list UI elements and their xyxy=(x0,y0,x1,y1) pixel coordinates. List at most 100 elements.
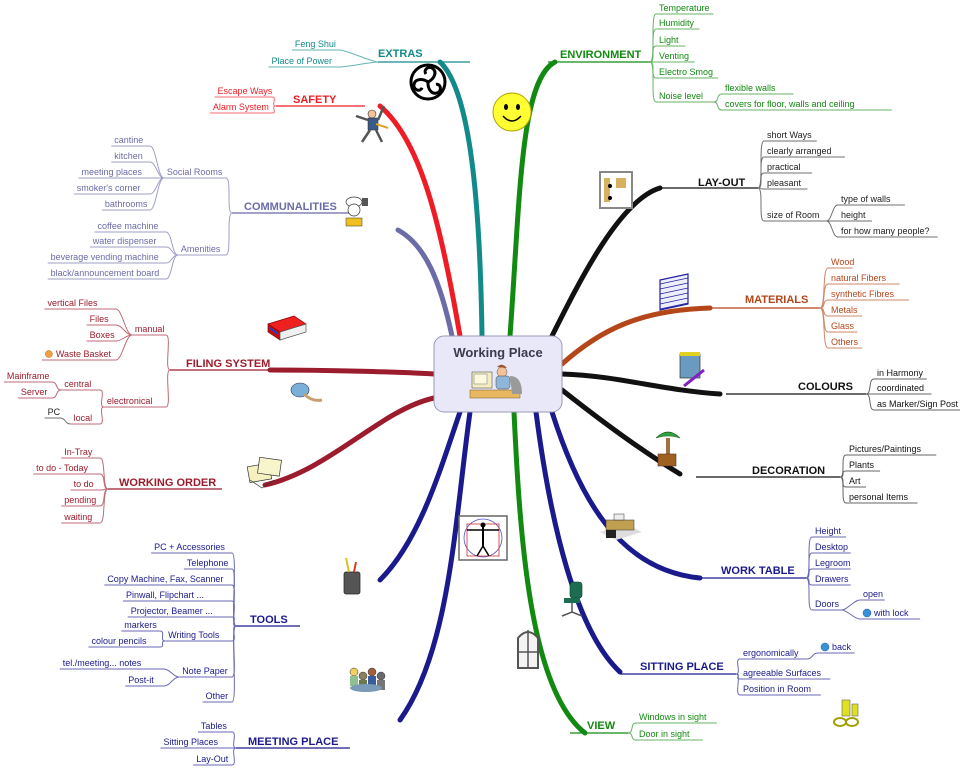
topic-pictures-paintings[interactable]: Pictures/Paintings xyxy=(849,444,922,454)
topic-wood[interactable]: Wood xyxy=(831,257,854,267)
topic-to-do-today[interactable]: to do - Today xyxy=(36,463,88,473)
topic-coordinated[interactable]: coordinated xyxy=(877,383,924,393)
topic-light[interactable]: Light xyxy=(659,35,679,45)
topic-to-do[interactable]: to do xyxy=(74,479,94,489)
topic-pinwall-flipchart[interactable]: Pinwall, Flipchart ... xyxy=(126,590,204,600)
topic-pending[interactable]: pending xyxy=(64,495,96,505)
topic-vertical-files[interactable]: vertical Files xyxy=(47,298,98,308)
topic-noise-level[interactable]: Noise level xyxy=(659,91,703,101)
topic-door-in-sight[interactable]: Door in sight xyxy=(639,729,690,739)
topic-central[interactable]: central xyxy=(64,379,91,389)
topic-place-of-power[interactable]: Place of Power xyxy=(271,56,332,66)
branch-view[interactable]: VIEW xyxy=(587,720,616,732)
topic-in-harmony[interactable]: in Harmony xyxy=(877,368,924,378)
topic-glass[interactable]: Glass xyxy=(831,321,855,331)
topic-writing-tools[interactable]: Writing Tools xyxy=(168,630,220,640)
branch-decoration[interactable]: DECORATION xyxy=(752,465,825,477)
topic-bathrooms[interactable]: bathrooms xyxy=(105,199,148,209)
topic-personal-items[interactable]: personal Items xyxy=(849,492,909,502)
branch-meeting[interactable]: MEETING PLACE xyxy=(248,736,338,748)
topic-for-how-many-people[interactable]: for how many people? xyxy=(841,226,930,236)
topic-practical[interactable]: practical xyxy=(767,162,801,172)
central-node[interactable]: Working Place xyxy=(433,335,563,413)
topic-open[interactable]: open xyxy=(863,589,883,599)
topic-tables[interactable]: Tables xyxy=(201,721,228,731)
topic-mainframe[interactable]: Mainframe xyxy=(7,371,50,381)
topic-server[interactable]: Server xyxy=(21,387,48,397)
topic-kitchen[interactable]: kitchen xyxy=(114,151,143,161)
branch-work-table[interactable]: WORK TABLE xyxy=(721,565,795,577)
topic-amenities[interactable]: Amenities xyxy=(181,244,221,254)
topic-humidity[interactable]: Humidity xyxy=(659,18,695,28)
topic-beverage-vending-machine[interactable]: beverage vending machine xyxy=(51,252,159,262)
topic-height[interactable]: Height xyxy=(815,526,842,536)
topic-telephone[interactable]: Telephone xyxy=(187,558,229,568)
branch-environment[interactable]: ENVIRONMENT xyxy=(560,49,642,61)
topic-escape-ways[interactable]: Escape Ways xyxy=(218,86,273,96)
topic-manual[interactable]: manual xyxy=(135,324,165,334)
topic-smoker-s-corner[interactable]: smoker's corner xyxy=(77,183,141,193)
topic-feng-shui[interactable]: Feng Shui xyxy=(295,39,336,49)
topic-back[interactable]: back xyxy=(820,642,852,652)
branch-working-order[interactable]: WORKING ORDER xyxy=(119,477,216,489)
topic-covers-for-floor-walls-and-ceiling[interactable]: covers for floor, walls and ceiling xyxy=(725,99,855,109)
branch-colours[interactable]: COLOURS xyxy=(798,381,853,393)
topic-pleasant[interactable]: pleasant xyxy=(767,178,802,188)
branch-layout[interactable]: LAY-OUT xyxy=(698,177,746,189)
topic-desktop[interactable]: Desktop xyxy=(815,542,848,552)
branch-materials[interactable]: MATERIALS xyxy=(745,294,808,306)
topic-venting[interactable]: Venting xyxy=(659,51,689,61)
topic-temperature[interactable]: Temperature xyxy=(659,3,710,13)
topic-waiting[interactable]: waiting xyxy=(63,512,92,522)
topic-cantine[interactable]: cantine xyxy=(114,135,143,145)
topic-black-announcement-board[interactable]: black/announcement board xyxy=(51,268,160,278)
topic-pc[interactable]: PC xyxy=(48,407,61,417)
topic-with-lock[interactable]: with lock xyxy=(862,608,909,618)
topic-colour-pencils[interactable]: colour pencils xyxy=(91,636,147,646)
topic-electro-smog[interactable]: Electro Smog xyxy=(659,67,713,77)
topic-pc-accessories[interactable]: PC + Accessories xyxy=(154,542,225,552)
topic-drawers[interactable]: Drawers xyxy=(815,574,849,584)
branch-safety[interactable]: SAFETY xyxy=(293,94,337,106)
topic-synthetic-fibres[interactable]: synthetic Fibres xyxy=(831,289,895,299)
topic-meeting-places[interactable]: meeting places xyxy=(81,167,142,177)
branch-sitting[interactable]: SITTING PLACE xyxy=(640,661,724,673)
topic-note-paper[interactable]: Note Paper xyxy=(182,666,228,676)
topic-doors[interactable]: Doors xyxy=(815,599,840,609)
topic-tel-meeting-notes[interactable]: tel./meeting... notes xyxy=(63,658,142,668)
topic-metals[interactable]: Metals xyxy=(831,305,858,315)
topic-windows-in-sight[interactable]: Windows in sight xyxy=(639,712,707,722)
topic-water-dispenser[interactable]: water dispenser xyxy=(92,236,157,246)
topic-coffee-machine[interactable]: coffee machine xyxy=(97,221,158,231)
topic-natural-fibers[interactable]: natural Fibers xyxy=(831,273,887,283)
topic-local[interactable]: local xyxy=(74,413,93,423)
topic-sitting-places[interactable]: Sitting Places xyxy=(163,737,218,747)
topic-electronical[interactable]: electronical xyxy=(107,396,153,406)
topic-flexible-walls[interactable]: flexible walls xyxy=(725,83,776,93)
topic-boxes[interactable]: Boxes xyxy=(90,330,116,340)
topic-short-ways[interactable]: short Ways xyxy=(767,130,812,140)
topic-position-in-room[interactable]: Position in Room xyxy=(743,684,811,694)
topic-files[interactable]: Files xyxy=(90,314,110,324)
topic-others[interactable]: Others xyxy=(831,337,859,347)
topic-lay-out[interactable]: Lay-Out xyxy=(196,754,229,764)
topic-projector-beamer[interactable]: Projector, Beamer ... xyxy=(131,606,213,616)
branch-tools[interactable]: TOOLS xyxy=(250,614,288,626)
topic-as-marker-sign-post[interactable]: as Marker/Sign Post xyxy=(877,399,959,409)
topic-type-of-walls[interactable]: type of walls xyxy=(841,194,891,204)
topic-alarm-system[interactable]: Alarm System xyxy=(213,102,269,112)
branch-communalities[interactable]: COMMUNALITIES xyxy=(244,201,337,213)
topic-in-tray[interactable]: In-Tray xyxy=(64,447,93,457)
topic-markers[interactable]: markers xyxy=(124,620,157,630)
topic-ergonomically[interactable]: ergonomically xyxy=(743,648,799,658)
topic-art[interactable]: Art xyxy=(849,476,861,486)
branch-filing[interactable]: FILING SYSTEM xyxy=(186,358,270,370)
topic-waste-basket[interactable]: Waste Basket xyxy=(45,349,112,359)
topic-height[interactable]: height xyxy=(841,210,866,220)
topic-copy-machine-fax-scanner[interactable]: Copy Machine, Fax, Scanner xyxy=(107,574,223,584)
topic-other[interactable]: Other xyxy=(206,691,229,701)
topic-social-rooms[interactable]: Social Rooms xyxy=(167,167,223,177)
topic-plants[interactable]: Plants xyxy=(849,460,875,470)
branch-extras[interactable]: EXTRAS xyxy=(378,48,423,60)
topic-post-it[interactable]: Post-it xyxy=(128,675,154,685)
